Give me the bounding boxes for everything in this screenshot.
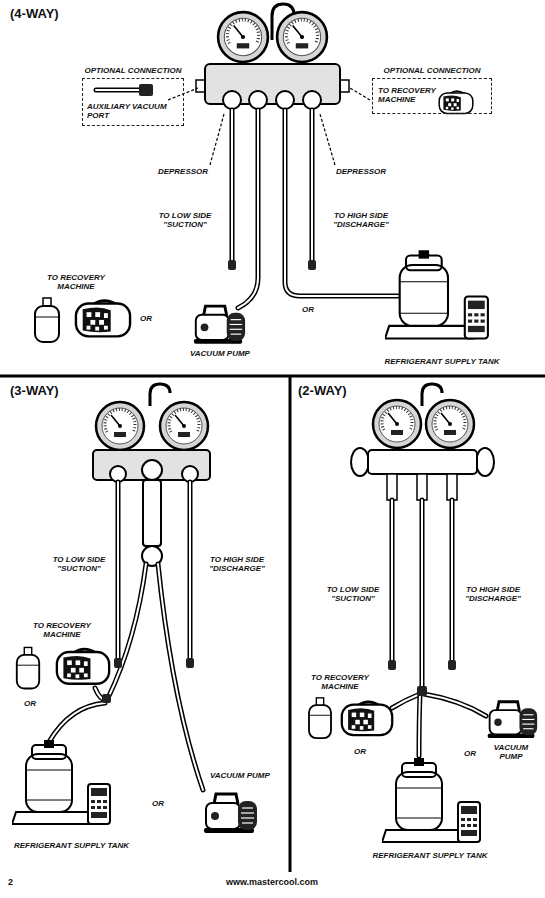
callout-label: VACUUM PUMP	[482, 744, 540, 762]
section-heading: (4-WAY)	[10, 6, 100, 22]
callout-label: TO LOW SIDE "SUCTION"	[320, 586, 386, 604]
box-heading: OPTIONAL CONNECTION	[71, 67, 195, 76]
box-text: AUXILIARY VACUUM PORT	[87, 103, 179, 121]
footer-url: www.mastercool.com	[172, 878, 372, 888]
callout-label: TO RECOVERY MACHINE	[40, 274, 112, 292]
callout-label: REFRIGERANT SUPPLY TANK	[360, 852, 500, 861]
hoses	[49, 110, 486, 790]
equipment	[12, 84, 537, 842]
callout-label: TO HIGH SIDE "DISCHARGE"	[458, 586, 528, 604]
dashed-box: OPTIONAL CONNECTIONAUXILIARY VACUUM PORT	[82, 78, 184, 126]
four-way-manifold	[196, 4, 349, 109]
dashed-box: OPTIONAL CONNECTIONTO RECOVERY MACHINE	[372, 78, 492, 114]
callout-label: OR	[300, 306, 316, 315]
callout-label: OR	[138, 315, 154, 324]
callout-label: OR	[462, 750, 478, 759]
callout-label: TO RECOVERY MACHINE	[26, 622, 98, 640]
callout-label: TO LOW SIDE "SUCTION"	[150, 212, 220, 230]
callout-label: TO LOW SIDE "SUCTION"	[46, 556, 112, 574]
callout-label: VACUUM PUMP	[180, 350, 260, 359]
callout-label: OR	[22, 700, 38, 709]
callout-label: DEPRESSOR	[150, 168, 216, 177]
page-number: 2	[8, 878, 28, 888]
callout-label: OR	[150, 800, 166, 809]
callout-label: VACUUM PUMP	[210, 772, 282, 781]
section-dividers	[0, 376, 545, 872]
box-text: TO RECOVERY MACHINE	[378, 87, 440, 105]
callout-label: TO RECOVERY MACHINE	[304, 674, 376, 692]
callout-label: TO HIGH SIDE "DISCHARGE"	[325, 212, 397, 230]
callout-label: OR	[352, 748, 368, 757]
two-way-manifold	[351, 384, 494, 500]
callout-label: REFRIGERANT SUPPLY TANK	[372, 358, 512, 367]
callout-label: TO HIGH SIDE "DISCHARGE"	[202, 556, 272, 574]
callout-label: REFRIGERANT SUPPLY TANK	[14, 842, 164, 851]
depressor-leaders	[168, 88, 370, 165]
box-heading: OPTIONAL CONNECTION	[361, 67, 503, 76]
section-heading: (3-WAY)	[10, 383, 100, 399]
callout-label: DEPRESSOR	[328, 168, 394, 177]
section-heading: (2-WAY)	[298, 383, 388, 399]
